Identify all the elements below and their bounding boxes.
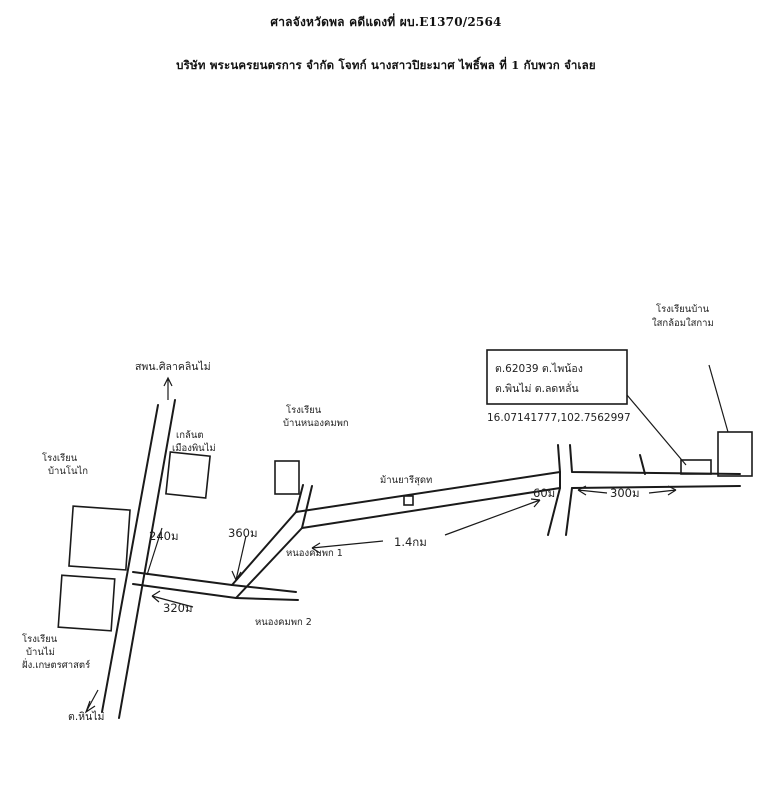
water-tank-icon — [403, 495, 414, 506]
small-building-icon — [680, 459, 712, 475]
school-bottom-label-line-1: โรงเรียน — [22, 633, 58, 645]
school-label: โรงเรียน บ้านโนไก — [42, 452, 88, 477]
school-label-line-1: โรงเรียน — [42, 452, 78, 464]
parties-header: บริษัท พระนครยนตรการ จำกัด โจทก์ นางสาวป… — [176, 58, 596, 72]
distance-360-label: 360ม — [228, 526, 258, 540]
distance-240-arrow — [146, 527, 163, 576]
address-box-line-1: ต.62039 ต.ไพน้อง — [495, 362, 583, 375]
village-school-label-line-1: โรงเรียน — [286, 404, 322, 416]
school-bottom-building-icon — [57, 574, 116, 632]
address-box — [486, 349, 628, 405]
distance-1-4-left-arrow — [311, 540, 384, 554]
target-building-icon — [717, 431, 753, 477]
village-school-building-icon — [274, 460, 300, 495]
pointer-line-target — [708, 364, 729, 433]
temple-building-icon — [165, 451, 211, 499]
pointer-line — [626, 394, 687, 466]
north-arrow-icon — [163, 376, 173, 400]
village-school-label-line-2: บ้านหนองคมพก — [283, 418, 349, 429]
school-label-line-2: บ้านโนไก — [48, 465, 88, 477]
distance-1-4-right-arrow — [444, 498, 541, 536]
coordinates-label: 16.07141777,102.7562997 — [487, 412, 631, 424]
south-arrow-icon — [84, 689, 99, 714]
distance-300-label: 300ม — [610, 486, 640, 500]
distance-300-left-arrow — [577, 485, 608, 496]
distance-1-4-label: 1.4กม — [394, 535, 427, 549]
south-road-label: ต.หินไม่ — [68, 710, 104, 723]
distance-240-label: 240ม — [149, 529, 179, 543]
school-bottom-label-line-3: ฝั่ง.เกษตรศาสตร์ — [22, 658, 90, 671]
temple-label-line-2: เมืองพินไม่ — [172, 442, 216, 454]
court-case-header: ศาลจังหวัดพล คดีแดงที่ ผบ.E1370/2564 — [270, 15, 502, 29]
main-road — [101, 399, 176, 719]
distance-320-label: 320ม — [163, 601, 193, 615]
branch-road — [132, 471, 561, 601]
soi-2-label: หนองคมพก 2 — [255, 617, 312, 628]
target-building-label: โรงเรียนบ้าน ใสกล้อมใสกาม — [652, 303, 714, 329]
school-bottom-label-line-2: บ้านไม่ — [26, 646, 55, 658]
target-building-label-line-2: ใสกล้อมใสกาม — [652, 317, 714, 329]
village-school-label: โรงเรียน บ้านหนองคมพก — [283, 404, 349, 429]
distance-360-arrow — [231, 535, 247, 581]
distance-300-right-arrow — [648, 485, 677, 496]
school-bottom-label: โรงเรียน บ้านไม่ ฝั่ง.เกษตรศาสตร์ — [22, 633, 90, 671]
water-tank-label: ม้านยารีสุดท — [380, 474, 432, 486]
address-box-line-2: ต.พินไม่ ต.ลดหลั่น — [495, 381, 579, 395]
soi-1-label: หนองคมพก 1 — [286, 548, 343, 559]
target-building-label-line-1: โรงเรียนบ้าน — [656, 303, 710, 315]
distance-320-arrow — [151, 590, 194, 608]
temple-label-line-1: เกล้นต — [176, 430, 203, 441]
school-building-icon — [68, 505, 131, 571]
distance-60-label: 60ม — [533, 486, 555, 500]
temple-label: เกล้นต เมืองพินไม่ — [172, 430, 216, 454]
north-road-label: สพน.ศิลาคลินไม่ — [135, 360, 211, 373]
address-box-text: ต.62039 ต.ไพน้อง ต.พินไม่ ต.ลดหลั่น — [495, 362, 586, 395]
east-road — [547, 444, 741, 536]
